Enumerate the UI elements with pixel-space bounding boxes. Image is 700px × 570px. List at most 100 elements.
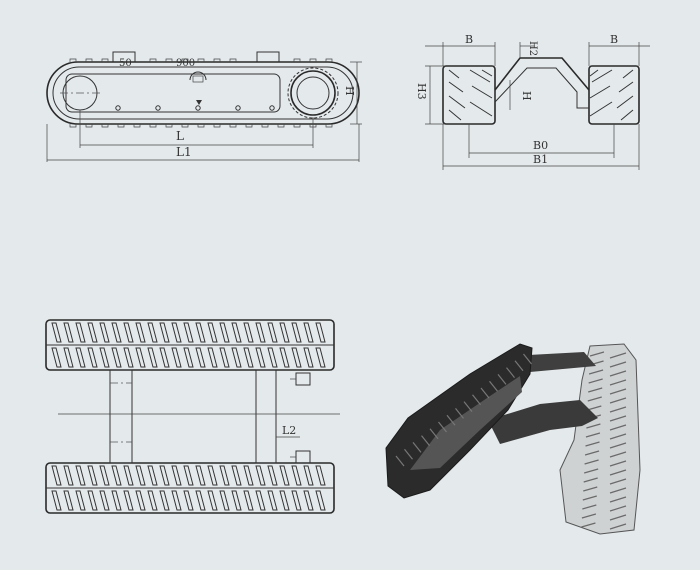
note-50: 50	[119, 58, 132, 69]
tread-lug	[123, 465, 134, 486]
tread-lug	[243, 465, 254, 486]
mount-plate-right	[256, 51, 280, 63]
tread-lug	[87, 490, 98, 511]
tread-right	[589, 69, 634, 121]
tread-lug	[183, 347, 194, 368]
tread-lug	[588, 387, 603, 393]
tread-lug	[111, 490, 122, 511]
tread-lug	[587, 396, 602, 402]
tread-lug	[588, 369, 604, 375]
tread-lug	[609, 514, 627, 521]
tread-lug	[291, 465, 302, 486]
tread-lug	[609, 379, 627, 386]
tread-lug	[159, 465, 170, 486]
tread-lug	[585, 441, 600, 447]
tread-lug	[219, 347, 230, 368]
tread-lug	[267, 490, 278, 511]
tread-lug	[51, 490, 62, 511]
tread-lug	[207, 322, 218, 343]
tread-lug	[303, 465, 314, 486]
tread-lug	[609, 388, 627, 395]
tread-lug	[75, 347, 86, 368]
dim-b1: B1	[533, 153, 548, 166]
photo-track-near-side	[410, 376, 522, 470]
photo-track-far	[559, 343, 641, 535]
tread-lug	[404, 448, 413, 460]
tread-lug	[315, 465, 326, 486]
tread-lug	[609, 451, 627, 458]
tread-lug	[255, 465, 266, 486]
top-view: L2	[45, 319, 340, 514]
tread-lug	[135, 322, 146, 343]
tread-lug	[111, 322, 122, 343]
tread-lug	[195, 322, 206, 343]
dim-l1: L1	[176, 145, 192, 159]
tread-lug	[609, 460, 627, 467]
tread-lug	[159, 347, 170, 368]
motor-top	[295, 372, 311, 386]
tread-lug	[183, 490, 194, 511]
crossbeam-left	[109, 369, 133, 464]
track-section-right	[588, 65, 640, 125]
product-photo	[385, 343, 641, 535]
tread-lug	[497, 374, 507, 385]
tread-lug	[147, 465, 158, 486]
drive-sprocket	[290, 70, 336, 116]
tread-lug	[609, 487, 627, 494]
tread-lug	[75, 465, 86, 486]
tread-lug	[159, 490, 170, 511]
tread-lug	[609, 505, 627, 512]
tread-lug	[171, 465, 182, 486]
tread-lug	[75, 490, 86, 511]
tread-lug	[581, 513, 597, 519]
dim-b0: B0	[533, 139, 548, 152]
tread-lug	[111, 347, 122, 368]
dim-h-front: H	[520, 91, 533, 101]
tread-left	[448, 69, 493, 121]
tread-lug	[609, 370, 627, 377]
tread-lower	[51, 465, 326, 511]
tread-lug	[291, 490, 302, 511]
track-teeth	[69, 58, 333, 128]
tread-lug	[195, 490, 206, 511]
logo-mark	[196, 100, 202, 105]
tread-lug	[243, 490, 254, 511]
tread-lug	[514, 360, 524, 372]
tread-lug	[609, 352, 627, 359]
tread-lug	[243, 322, 254, 343]
crossbeam-top	[494, 57, 590, 91]
tread-lug	[315, 322, 326, 343]
tread-lug	[421, 435, 430, 446]
tread-lug	[147, 347, 158, 368]
tread-lug	[609, 406, 627, 413]
tread-lug	[123, 490, 134, 511]
tread-lug	[183, 465, 194, 486]
tread-lug	[582, 504, 597, 510]
dim-b-right: B	[610, 33, 618, 46]
tread-lug	[303, 347, 314, 368]
carrier-roller	[189, 71, 207, 81]
tread-lug	[279, 465, 290, 486]
tread-lug	[609, 433, 627, 440]
tread-lug	[291, 347, 302, 368]
dim-h2: H2	[527, 41, 538, 56]
tread-lug	[429, 428, 439, 440]
tread-lug	[123, 322, 134, 343]
tread-lug	[231, 465, 242, 486]
tread-lug	[255, 490, 266, 511]
tread-lug	[135, 347, 146, 368]
tread-lug	[609, 523, 627, 530]
tread-lug	[291, 322, 302, 343]
tread-lug	[609, 397, 627, 404]
dim-h3: H3	[415, 83, 428, 100]
tread-lug	[147, 490, 158, 511]
tread-lug	[584, 459, 599, 465]
motor-bottom	[295, 450, 311, 464]
tread-lug	[207, 465, 218, 486]
tread-lug	[587, 405, 602, 411]
tread-lug	[183, 322, 194, 343]
tread-lug	[219, 490, 230, 511]
tread-lug	[171, 322, 182, 343]
dim-h-side: H	[343, 86, 356, 96]
tread-lug	[51, 347, 62, 368]
